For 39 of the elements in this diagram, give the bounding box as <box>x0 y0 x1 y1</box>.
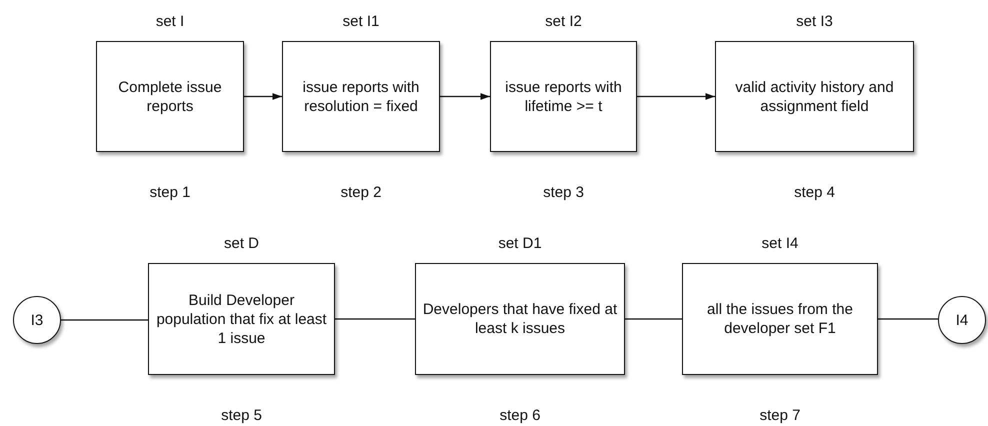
step-label: step 5 <box>221 407 262 425</box>
set-label: set I3 <box>796 13 833 31</box>
set-label: set D1 <box>498 235 542 253</box>
step-label: step 4 <box>794 184 835 202</box>
process-box <box>490 41 637 152</box>
box-text: issue reports with lifetime >= t <box>504 78 623 116</box>
step-label: step 3 <box>543 184 584 202</box>
process-box <box>282 41 440 152</box>
connector-line <box>625 318 682 320</box>
box-text: Build Developer population that fix at least 1 issue <box>155 290 328 348</box>
box-text: I4 <box>956 310 968 330</box>
set-label: set I <box>156 13 184 31</box>
connector-circle <box>13 296 61 344</box>
box-text: Complete issue reports <box>117 78 223 116</box>
process-box <box>715 41 914 152</box>
box-text: Developers that have fixed at least k issues <box>422 300 618 338</box>
arrow <box>440 93 490 100</box>
box-text: I3 <box>30 310 44 330</box>
box-text: all the issues from the developer set F1 <box>706 300 854 338</box>
connector-circle <box>938 296 986 344</box>
arrow <box>244 93 282 100</box>
connector-line <box>878 318 938 320</box>
set-label: set I4 <box>762 235 798 253</box>
process-box <box>415 263 625 375</box>
set-label: set I1 <box>342 13 380 31</box>
process-box <box>148 263 335 375</box>
connector-line <box>61 319 148 321</box>
process-box <box>96 41 244 152</box>
step-label: step 1 <box>150 184 190 202</box>
box-text: issue reports with resolution = fixed <box>302 78 420 116</box>
set-label: set D <box>224 235 259 253</box>
step-label: step 2 <box>340 184 382 202</box>
process-box <box>682 263 878 375</box>
box-text: valid activity history and assignment field <box>734 78 895 116</box>
arrow <box>637 93 715 100</box>
connector-line <box>335 318 415 320</box>
step-label: step 6 <box>500 407 540 425</box>
set-label: set I2 <box>545 13 582 31</box>
step-label: step 7 <box>760 407 800 425</box>
